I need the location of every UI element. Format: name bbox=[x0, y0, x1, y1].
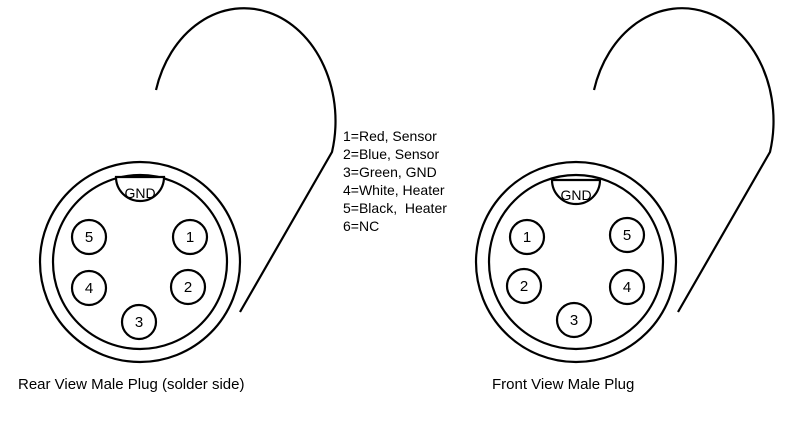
svg-text:3: 3 bbox=[135, 314, 143, 331]
svg-text:3: 3 bbox=[570, 312, 578, 329]
rear-plug-pin-top-right: 1 bbox=[171, 218, 209, 256]
legend-line: 3=Green, GND bbox=[343, 164, 437, 180]
rear-plug-pin-bottom-right: 2 bbox=[169, 268, 207, 306]
rear-plug-gnd-key bbox=[114, 175, 166, 203]
front-plug: GND 1 5 2 4 3 Front View Male Plug bbox=[474, 7, 775, 393]
front-plug-cylinder-body bbox=[592, 7, 775, 313]
legend-line: 4=White, Heater bbox=[343, 182, 445, 198]
front-plug-pin-bottom-left: 2 bbox=[505, 267, 543, 305]
svg-text:1: 1 bbox=[523, 229, 531, 246]
svg-text:1: 1 bbox=[186, 229, 194, 246]
svg-text:5: 5 bbox=[85, 229, 93, 246]
front-plug-pin-top-right: 5 bbox=[608, 216, 646, 254]
rear-plug-pin-bottom-left: 4 bbox=[70, 269, 108, 307]
rear-plug-pin-top-left: 5 bbox=[70, 218, 108, 256]
front-plug-pin-top-left: 1 bbox=[508, 218, 546, 256]
rear-plug-gnd-label: GND bbox=[124, 185, 155, 201]
legend-line: 2=Blue, Sensor bbox=[343, 146, 439, 162]
rear-plug-face bbox=[51, 173, 229, 351]
rear-plug-cylinder-body bbox=[154, 7, 337, 313]
legend-line: 5=Black, Heater bbox=[343, 200, 447, 216]
rear-plug: GND 5 1 4 2 3 Rear View Male Plug (solde… bbox=[18, 7, 337, 393]
front-plug-gnd-key bbox=[550, 178, 602, 206]
front-plug-face bbox=[487, 173, 665, 351]
svg-text:2: 2 bbox=[184, 279, 192, 296]
legend-line: 6=NC bbox=[343, 218, 379, 234]
svg-text:4: 4 bbox=[623, 279, 631, 296]
front-plug-caption: Front View Male Plug bbox=[492, 376, 634, 393]
rear-plug-pin-bottom: 3 bbox=[120, 303, 158, 341]
front-plug-pin-bottom-right: 4 bbox=[608, 268, 646, 306]
rear-plug-caption: Rear View Male Plug (solder side) bbox=[18, 376, 245, 393]
svg-text:4: 4 bbox=[85, 280, 93, 297]
svg-text:2: 2 bbox=[520, 278, 528, 295]
front-plug-pin-bottom: 3 bbox=[555, 301, 593, 339]
pin-color-legend: 1=Red, Sensor 2=Blue, Sensor 3=Green, GN… bbox=[343, 128, 447, 234]
front-plug-gnd-label: GND bbox=[560, 187, 591, 203]
legend-line: 1=Red, Sensor bbox=[343, 128, 437, 144]
svg-text:5: 5 bbox=[623, 227, 631, 244]
